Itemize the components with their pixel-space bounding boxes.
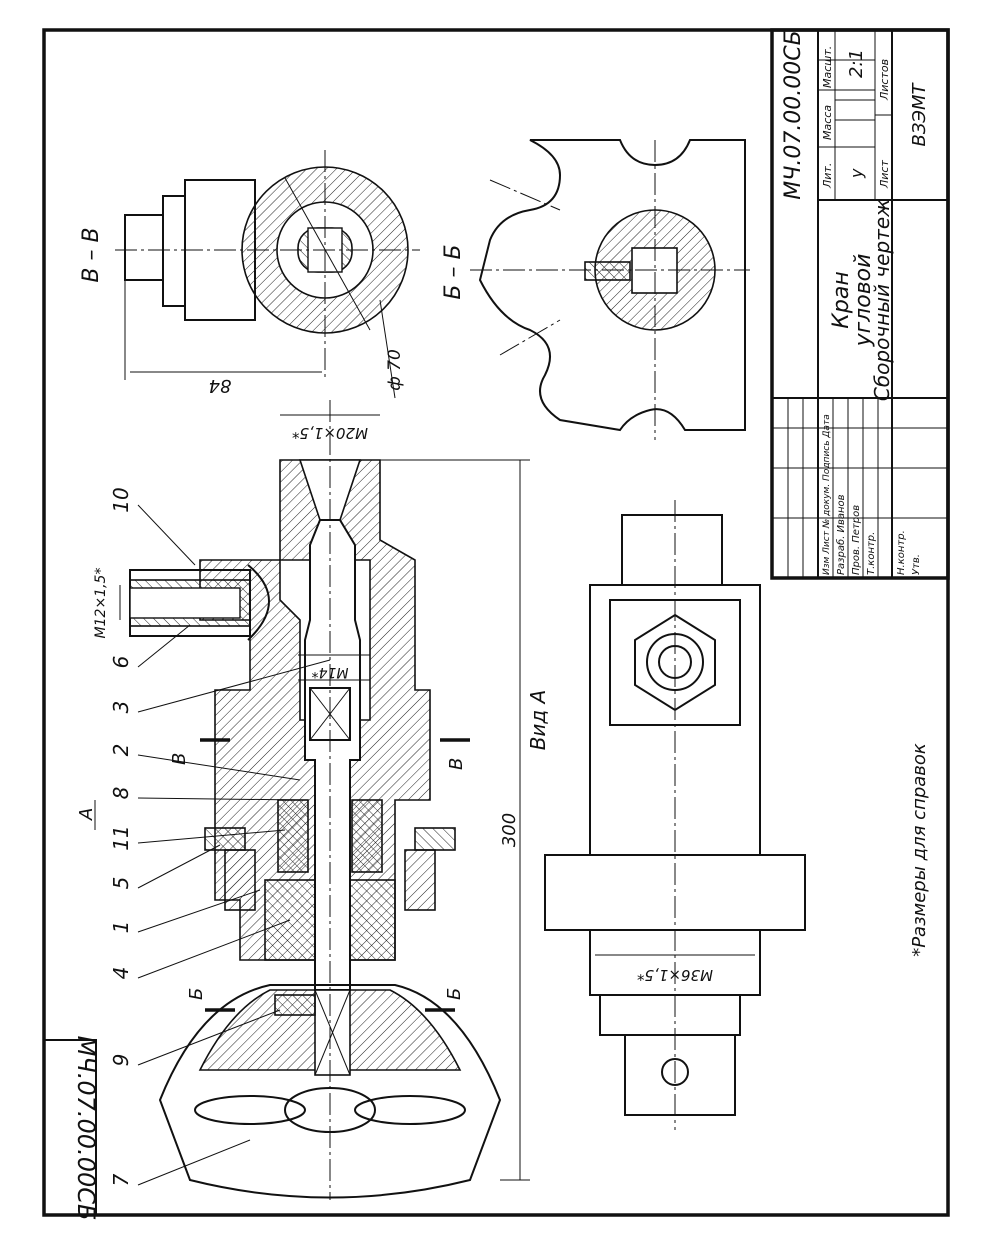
cut-bb-left: Б — [186, 988, 207, 1000]
scale-value: 2:1 — [846, 49, 867, 78]
dim-m20: M20×1,5* — [292, 424, 368, 442]
outer-frame — [42, 28, 950, 1217]
label-view-a: Вид А — [526, 690, 550, 751]
title-name-1: Кран — [829, 271, 854, 328]
callout-11: 11 — [109, 825, 133, 850]
label-section-vv: В – В — [79, 227, 104, 282]
lit-label: Лит. — [821, 163, 834, 189]
cut-b-left: В — [169, 753, 190, 765]
section-b-b — [470, 139, 750, 440]
callout-8: 8 — [109, 787, 133, 800]
org-name: ВЗЭМТ — [909, 82, 930, 147]
row-razrab: Разраб. Иванов — [835, 494, 847, 575]
dim-m14: M14* — [312, 664, 349, 680]
designation-rotated: МЧ.07.00.00СБ — [72, 1036, 100, 1221]
dim-m36: M36×1,5* — [637, 966, 713, 984]
cut-bb-right: Б — [444, 988, 465, 1000]
row-utv: Утв. — [911, 554, 922, 575]
callout-9: 9 — [109, 1054, 133, 1067]
callout-4: 4 — [109, 967, 133, 980]
dim-300: 300 — [499, 813, 520, 847]
callouts: 10 6 3 2 8 11 5 1 4 9 7 — [109, 487, 133, 1186]
callout-6: 6 — [109, 656, 133, 669]
callout-1: 1 — [109, 921, 133, 934]
row-nkontr: Н.контр. — [896, 530, 907, 575]
mass-label: Масса — [821, 105, 834, 140]
label-section-bb: Б – Б — [441, 244, 466, 299]
title-name-3: Сборочный чертеж — [870, 199, 894, 401]
section-v-v — [115, 150, 420, 399]
dim-84: 84 — [209, 375, 232, 396]
dim-70: ф 70 — [385, 349, 405, 391]
callout-2: 2 — [109, 744, 133, 757]
view-a — [544, 500, 806, 1130]
title-name-2: угловой — [851, 254, 876, 348]
callout-3: 3 — [109, 701, 133, 714]
arrow-a-label: А — [76, 808, 97, 821]
lit-value: у — [847, 168, 866, 179]
dim-m12: M12×1,5* — [93, 568, 109, 639]
callout-5: 5 — [109, 877, 133, 890]
main-section — [119, 400, 530, 1200]
row-tkontr: Т.контр. — [866, 532, 877, 575]
sheet-label: Лист — [878, 160, 891, 189]
scale-label: Масшт. — [821, 46, 834, 88]
row-prov: Пров. Петров — [851, 505, 862, 575]
footnote: *Размеры для справок — [909, 743, 930, 957]
cut-b-right: В — [446, 758, 467, 770]
designation-box: МЧ.07.00.00СБ — [43, 1036, 100, 1221]
sheets-label: Листов — [878, 59, 891, 101]
title-designation: МЧ.07.00.00СБ — [781, 30, 806, 199]
callout-7: 7 — [109, 1173, 133, 1186]
callout-10: 10 — [109, 487, 133, 512]
col-headers: Изм Лист № докум. Подпись Дата — [822, 414, 832, 575]
title-block: МЧ.07.00.00СБ Кран угловой Сборочный чер… — [770, 28, 950, 580]
